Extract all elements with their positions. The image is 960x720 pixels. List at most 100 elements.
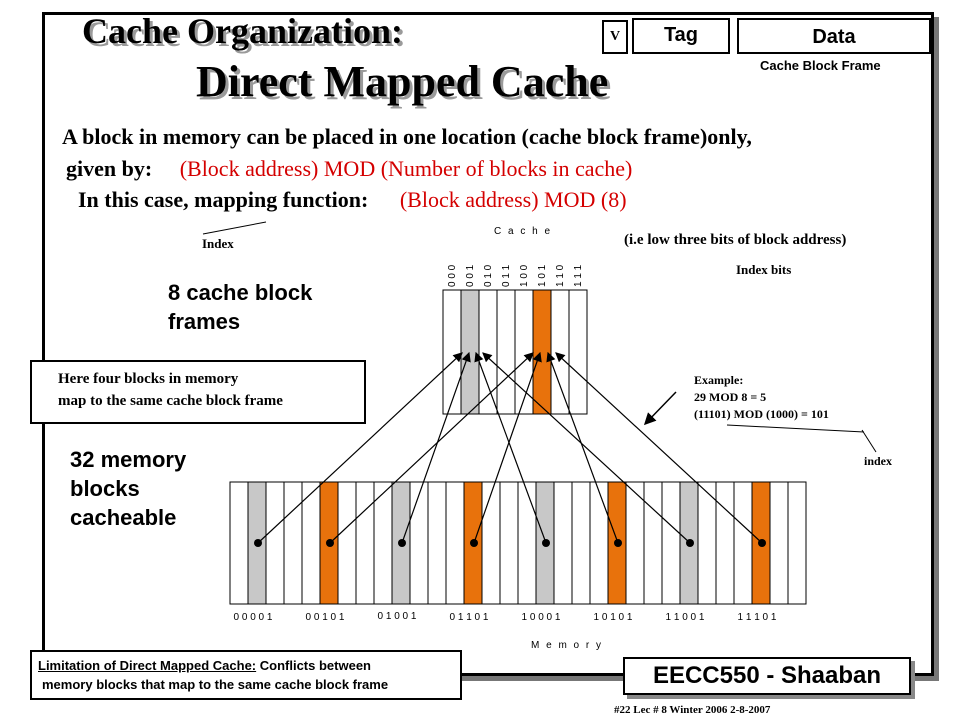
memory-address-label: 0 0 1 0 1	[306, 612, 345, 623]
index-word-pointer	[861, 429, 877, 453]
mapping-arrow	[473, 351, 542, 544]
given-by-label: given by:	[66, 156, 153, 181]
cache-frame	[442, 289, 462, 415]
data-field: Data	[737, 18, 931, 54]
memory-block	[697, 481, 717, 605]
memory-block	[787, 481, 807, 605]
memory-block	[571, 481, 591, 605]
index-label: Index	[202, 236, 234, 251]
mapping-arrow	[482, 352, 691, 544]
memory-block-dot	[470, 539, 478, 547]
mapping-arrow	[546, 351, 619, 544]
cache-index-label: 0 0 0	[447, 264, 458, 287]
cache-index-label: 0 0 1	[465, 264, 476, 287]
example-title: Example:	[694, 373, 744, 387]
slide-frame	[42, 12, 934, 676]
memory-blocks-label: 32 memory blocks cacheable	[70, 447, 187, 530]
memory-address-label: 0 1 0 0 1	[378, 611, 417, 622]
memory-block	[661, 481, 681, 605]
memory-block	[643, 481, 663, 605]
cache-frame	[532, 289, 552, 415]
cache-index-label: 0 1 1	[501, 264, 512, 287]
mapping-function-line: In this case, mapping function: (Block a…	[78, 187, 627, 213]
cache-array: 0 0 0 0 0 1 0 1 0 0 1 1 1 0 0 1 0 1 1 1 0 1 1 1	[442, 264, 588, 415]
mapping-arrow	[401, 351, 471, 544]
slide-subtitle: Direct Mapped Cache	[196, 57, 609, 106]
memory-block	[481, 481, 501, 605]
memory-block-dot	[326, 539, 334, 547]
memory-block-dot	[398, 539, 406, 547]
cache-index-label: 1 1 1	[573, 264, 584, 287]
cache-label: C a c h e	[494, 226, 553, 237]
cache-frame	[568, 289, 588, 415]
mapping-arrow	[257, 352, 463, 544]
memory-block	[337, 481, 357, 605]
limitation-line1: Conflicts between	[256, 658, 371, 673]
general-mapping-formula: (Block address) MOD (Number of blocks in…	[179, 156, 633, 181]
memory-block-dot	[758, 539, 766, 547]
memory-address-label: 0 0 0 0 1	[234, 612, 273, 623]
limitation-line2: memory blocks that map to the same cache…	[42, 677, 389, 692]
memory-label: M e m o r y	[531, 640, 604, 651]
index-pointer-line	[202, 221, 267, 235]
four-blocks-note-line2: map to the same cache block frame	[58, 393, 283, 409]
memory-block	[589, 481, 609, 605]
valid-bit-field: V	[602, 20, 628, 54]
cache-index-label: 0 1 0	[483, 264, 494, 287]
memory-block	[769, 481, 789, 605]
memory-block	[355, 481, 375, 605]
index-word-label: index	[864, 454, 893, 468]
slide-title: Cache Organization:	[82, 11, 403, 51]
cache-frame	[460, 289, 480, 415]
cache-index-label: 1 1 0	[555, 264, 566, 287]
memory-block	[733, 481, 753, 605]
example-line1: 29 MOD 8 = 5	[694, 390, 767, 404]
memory-block	[445, 481, 465, 605]
given-by-line: given by: (Block address) MOD (Number of…	[66, 156, 632, 182]
decorations	[202, 221, 877, 453]
cache-index-label: 1 0 0	[519, 264, 530, 287]
cache-frames-label: 8 cache block frames	[168, 280, 313, 334]
index-bits-label: Index bits	[736, 262, 792, 277]
memory-block	[283, 481, 303, 605]
memory-address-label: 1 1 1 0 1	[738, 612, 777, 623]
mapping-arrows	[254, 351, 766, 547]
memory-block-dot	[686, 539, 694, 547]
low-bits-note: (i.e low three bits of block address)	[624, 232, 847, 248]
mapping-arrow	[474, 351, 547, 544]
example-block: Example: 29 MOD 8 = 5 (11101) MOD (1000)…	[694, 372, 829, 423]
tag-field: Tag	[632, 18, 730, 54]
course-badge: EECC550 - Shaaban	[623, 657, 911, 695]
four-blocks-note-line1: Here four blocks in memory	[58, 371, 239, 387]
mapping-arrow	[555, 352, 763, 544]
placement-rule-text: A block in memory can be placed in one l…	[62, 124, 752, 149]
memory-address-label: 1 0 0 0 1	[522, 612, 561, 623]
lecture-footer: #22 Lec # 8 Winter 2006 2-8-2007	[614, 704, 771, 716]
memory-block-dot	[254, 539, 262, 547]
memory-block-dot	[614, 539, 622, 547]
cache-frame	[496, 289, 516, 415]
memory-block	[409, 481, 429, 605]
memory-block	[229, 481, 249, 605]
memory-block	[265, 481, 285, 605]
memory-block	[625, 481, 645, 605]
memory-address-label: 1 1 0 0 1	[666, 612, 705, 623]
cache-frame	[550, 289, 570, 415]
memory-block	[427, 481, 447, 605]
four-blocks-note: Here four blocks in memory map to the sa…	[30, 360, 366, 424]
memory-block	[499, 481, 519, 605]
memory-block-dot	[542, 539, 550, 547]
mapping-function-label: In this case, mapping function:	[78, 187, 369, 212]
memory-block	[553, 481, 573, 605]
specific-mapping-formula: (Block address) MOD (8)	[399, 187, 627, 212]
limitation-note: Limitation of Direct Mapped Cache: Confl…	[30, 650, 462, 700]
memory-block	[517, 481, 537, 605]
limitation-heading: Limitation of Direct Mapped Cache:	[38, 658, 257, 673]
index-bits-underline-pointer	[726, 424, 865, 433]
memory-block	[373, 481, 393, 605]
memory-block	[715, 481, 735, 605]
cache-index-label: 1 0 1	[537, 264, 548, 287]
cache-block-frame-label: Cache Block Frame	[760, 58, 881, 73]
